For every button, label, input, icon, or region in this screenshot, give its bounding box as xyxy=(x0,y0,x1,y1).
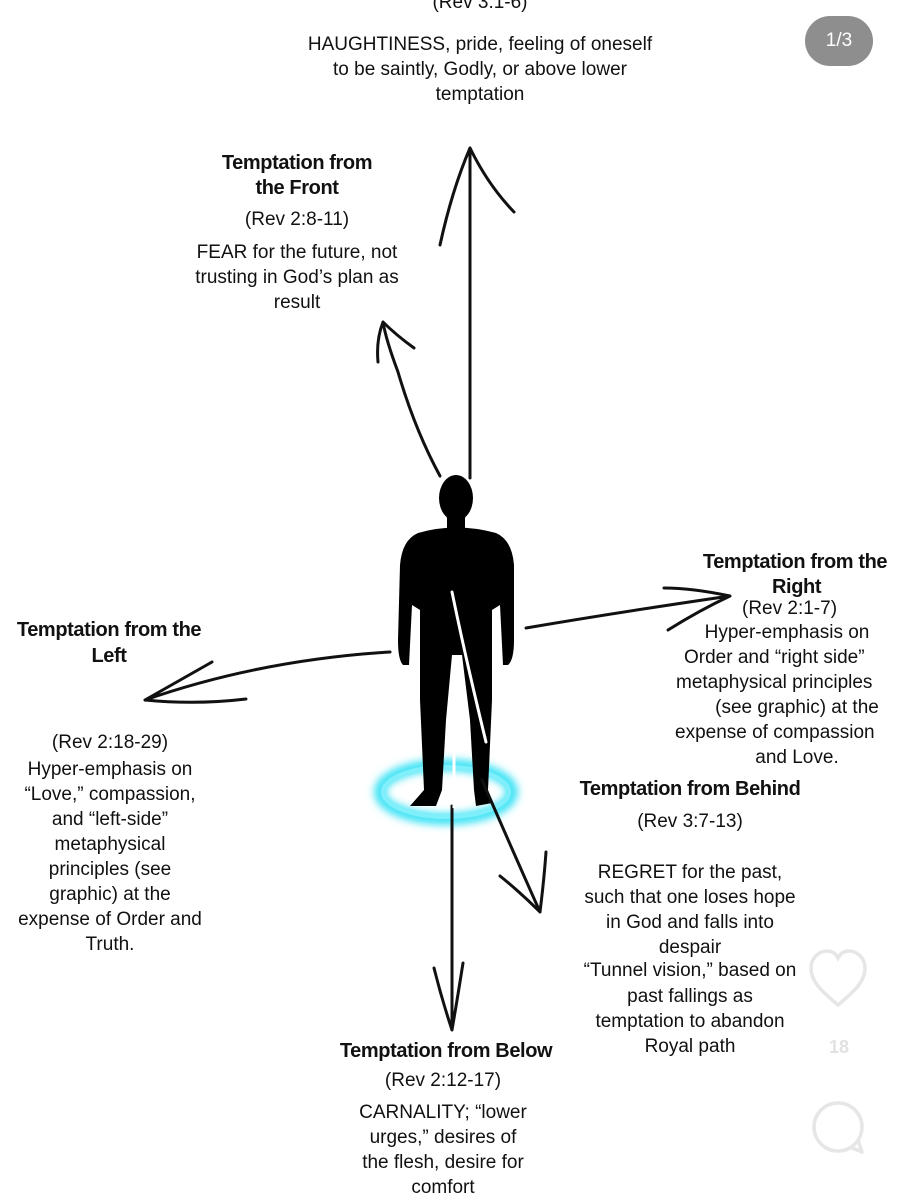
right-text-2: Order and “right side” xyxy=(684,647,865,668)
right-text-4: (see graphic) at the xyxy=(715,697,879,718)
right-text-3: metaphysical principles xyxy=(676,672,873,693)
behind-text2-1: “Tunnel vision,” based on xyxy=(583,960,797,981)
left-text-4: metaphysical xyxy=(54,834,166,855)
front-title-1: Temptation from xyxy=(221,152,373,174)
top-text-1: HAUGHTINESS, pride, feeling of oneself xyxy=(307,34,653,55)
front-text-2: trusting in God’s plan as xyxy=(195,267,399,288)
left-ref: (Rev 2:18-29) xyxy=(51,732,169,753)
right-ref: (Rev 2:1-7) xyxy=(742,598,838,619)
right-text-1: Hyper-emphasis on xyxy=(704,622,870,643)
right-text-5: expense of compassion xyxy=(675,722,875,743)
like-count: 18 xyxy=(828,1037,850,1057)
arrow-right xyxy=(524,586,732,632)
below-text-1: CARNALITY; “lower xyxy=(359,1102,527,1123)
front-title-2: the Front xyxy=(255,177,339,199)
left-text-5: principles (see xyxy=(48,859,172,880)
behind-text2-2: past fallings as xyxy=(627,986,753,1007)
below-text-2: urges,” desires of xyxy=(369,1127,517,1148)
right-title-1: Temptation from the xyxy=(702,551,888,573)
arrow-down xyxy=(432,804,465,1032)
behind-text2-4: Royal path xyxy=(644,1036,736,1057)
arrow-front xyxy=(376,320,442,478)
below-text-3: the flesh, desire for xyxy=(362,1152,524,1173)
left-title-1: Temptation from the xyxy=(16,619,202,641)
arrow-left xyxy=(143,650,392,704)
behind-text-4: despair xyxy=(658,937,722,958)
behind-ref: (Rev 3:7-13) xyxy=(637,811,743,832)
behind-title: Temptation from Behind xyxy=(579,778,801,800)
comment-icon[interactable] xyxy=(812,1101,864,1154)
top-text-3: temptation xyxy=(435,84,525,105)
behind-text-2: such that one loses hope xyxy=(584,887,796,908)
heart-icon[interactable] xyxy=(809,949,867,1008)
behind-path-line xyxy=(450,590,488,744)
behind-text-3: in God and falls into xyxy=(606,912,774,933)
front-text-3: result xyxy=(273,292,321,313)
page-indicator: 1/3 xyxy=(805,16,873,66)
top-ref: (Rev 3:1-6) xyxy=(432,0,528,13)
left-text-8: Truth. xyxy=(85,934,135,955)
below-ref: (Rev 2:12-17) xyxy=(384,1070,502,1091)
right-text-6: and Love. xyxy=(755,747,839,768)
below-text-4: comfort xyxy=(411,1177,475,1198)
left-text-7: expense of Order and xyxy=(18,909,202,930)
left-title-2: Left xyxy=(91,645,127,667)
left-text-3: and “left-side” xyxy=(51,809,169,830)
behind-text2-3: temptation to abandon xyxy=(595,1011,785,1032)
right-title-2: Right xyxy=(772,576,822,598)
arrow-behind xyxy=(480,778,548,914)
front-ref: (Rev 2:8-11) xyxy=(244,209,350,230)
halo-ring xyxy=(374,759,518,825)
arrow-up xyxy=(438,146,516,480)
front-text-1: FEAR for the future, not xyxy=(196,242,398,263)
human-silhouette xyxy=(398,475,514,806)
below-title: Temptation from Below xyxy=(339,1040,553,1062)
behind-text-1: REGRET for the past, xyxy=(597,862,783,883)
left-text-2: “Love,” compassion, xyxy=(24,784,196,805)
top-text-2: to be saintly, Godly, or above lower xyxy=(333,59,627,80)
left-text-6: graphic) at the xyxy=(49,884,171,905)
left-text-1: Hyper-emphasis on xyxy=(27,759,193,780)
